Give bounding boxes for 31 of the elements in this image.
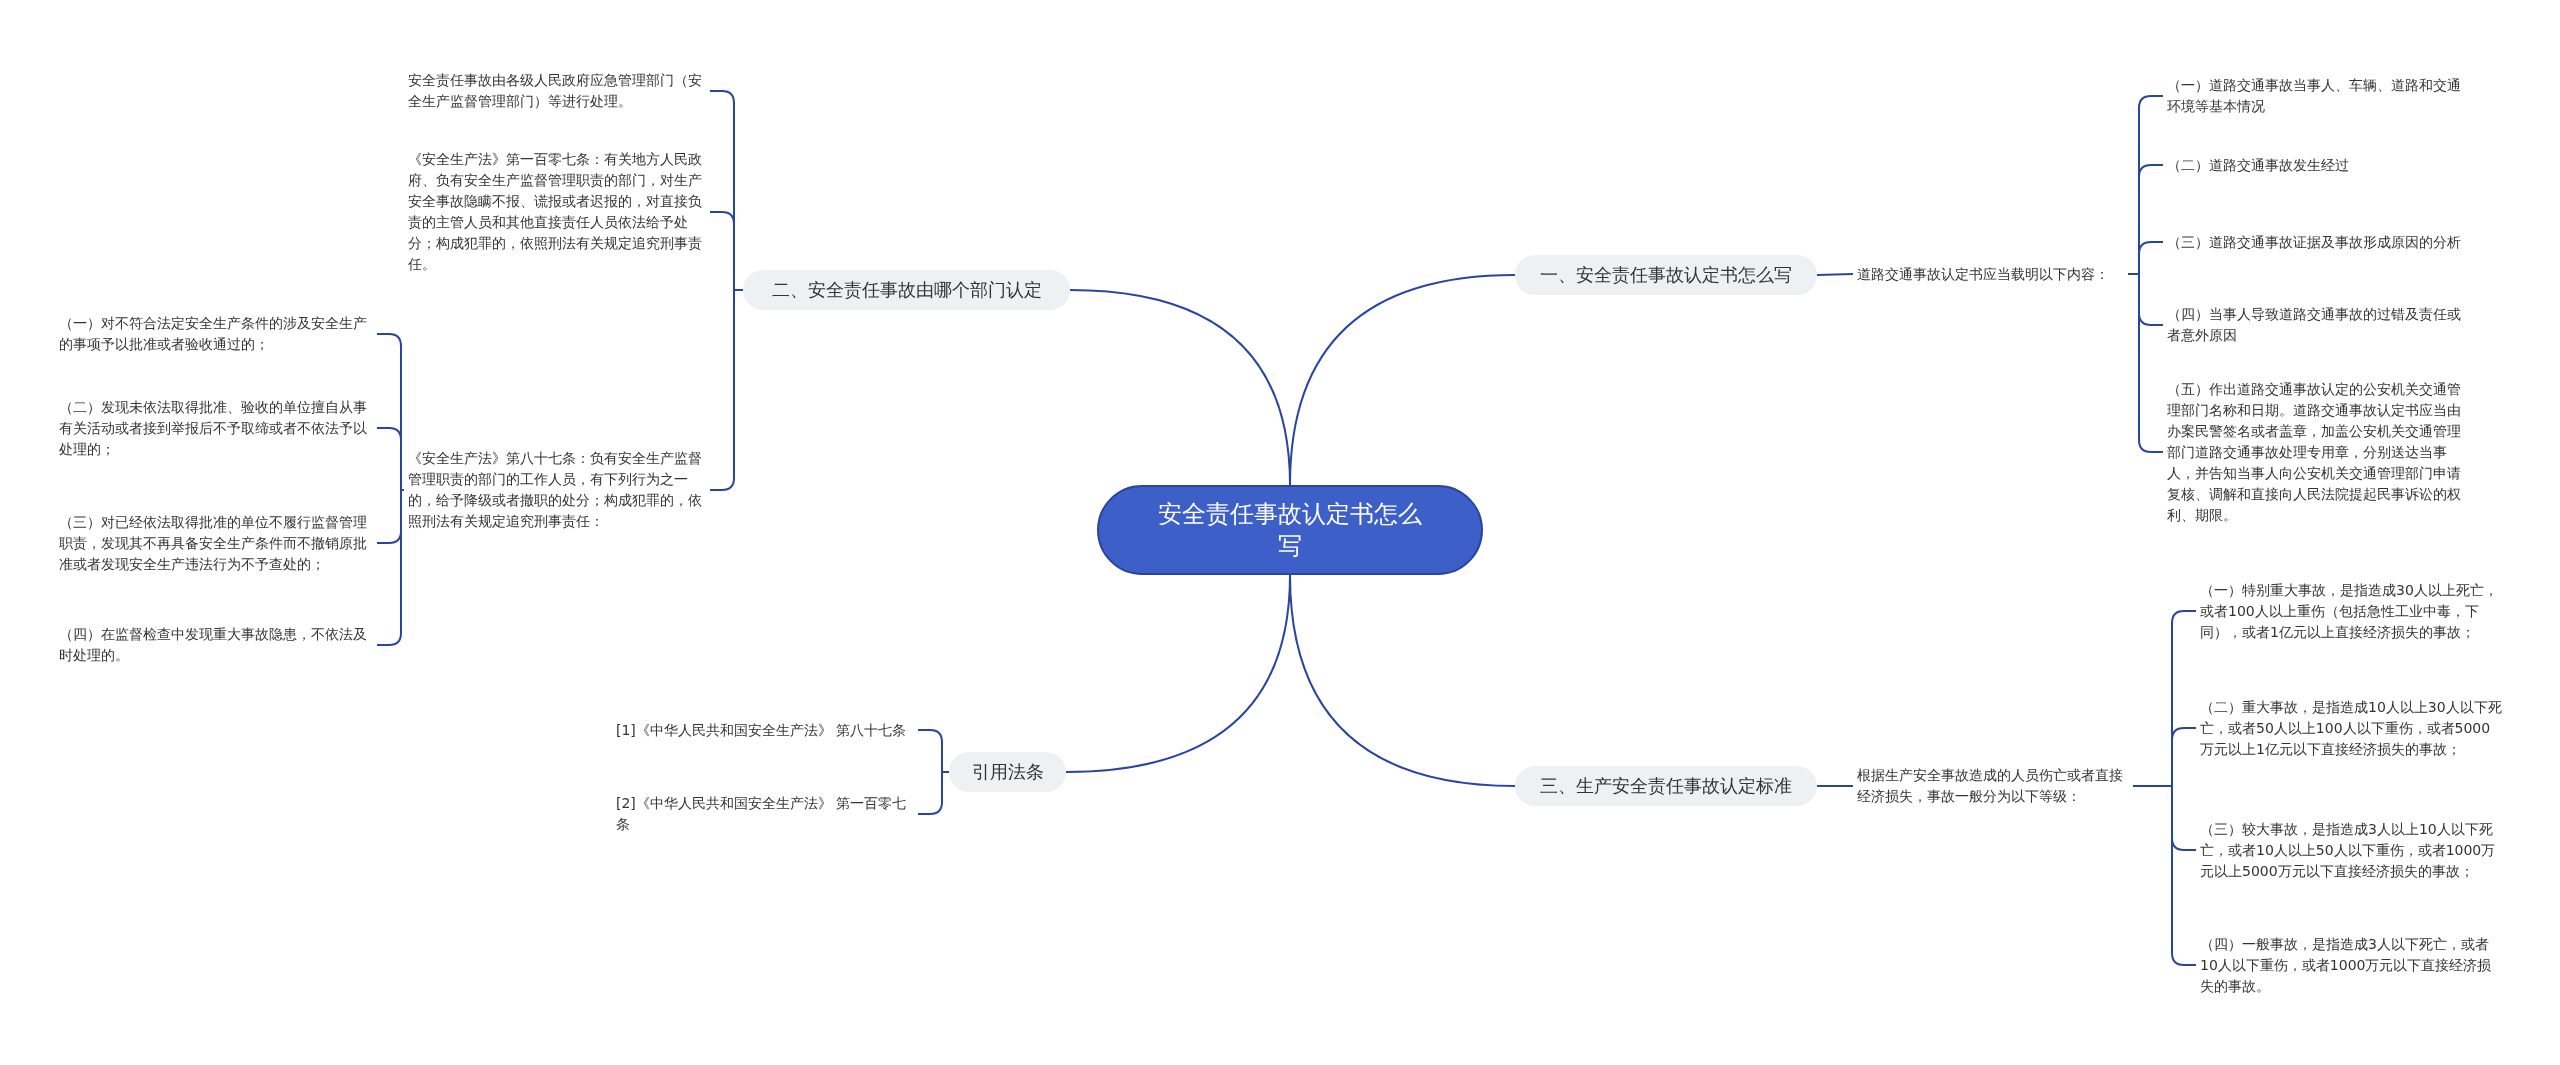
note-text: （一）道路交通事故当事人、车辆、道路和交通环境等基本情况 bbox=[2163, 73, 2478, 119]
connector-line bbox=[1069, 289, 1291, 486]
note-text: 道路交通事故认定书应当载明以下内容： bbox=[1853, 261, 2128, 287]
note-text: [1]《中华人民共和国安全生产法》 第八十七条 bbox=[612, 717, 918, 743]
note-text: （四）在监督检查中发现重大事故隐患，不依法及时处理的。 bbox=[55, 622, 377, 668]
note-text: [2]《中华人民共和国安全生产法》 第一百零七条 bbox=[612, 791, 918, 837]
note-text: （二）重大事故，是指造成10人以上30人以下死亡，或者50人以上100人以下重伤，或者5000万元以上1亿元以下直接经济损失的事故； bbox=[2196, 694, 2506, 762]
connector-line bbox=[376, 427, 405, 491]
topic-box: 引用法条 bbox=[949, 752, 1066, 792]
topic-box: 三、生产安全责任事故认定标准 bbox=[1515, 766, 1817, 806]
note-text: （一）特别重大事故，是指造成30人以上死亡，或者100人以上重伤（包括急性工业中毒，下同），或者1亿元以上直接经济损失的事故； bbox=[2196, 577, 2506, 645]
note-text: 《安全生产法》第一百零七条：有关地方人民政府、负有安全生产监督管理职责的部门，对生产安全事故隐瞒不报、谎报或者迟报的，对直接负责的主管人员和其他直接责任人员依法给予处分；构成犯罪的，依照刑法有关规定追究刑事责任。 bbox=[404, 147, 710, 277]
note-text: （三）道路交通事故证据及事故形成原因的分析 bbox=[2163, 229, 2478, 255]
note-text: （四）一般事故，是指造成3人以下死亡，或者10人以下重伤，或者1000万元以下直接经济损失的事故。 bbox=[2196, 931, 2506, 999]
connector-line bbox=[1816, 273, 1854, 276]
note-text: （一）对不符合法定安全生产条件的涉及安全生产的事项予以批准或者验收通过的； bbox=[55, 311, 377, 357]
topic-box: 一、安全责任事故认定书怎么写 bbox=[1515, 255, 1817, 295]
central-topic: 安全责任事故认定书怎么写 bbox=[1097, 485, 1483, 575]
connector-line bbox=[1065, 574, 1291, 773]
note-text: （三）对已经依法取得批准的单位不履行监督管理职责，发现其不再具备安全生产条件而不撤销原批准或者发现安全生产违法行为不予查处的； bbox=[55, 509, 377, 577]
connector-line bbox=[1816, 785, 1854, 787]
connector-line bbox=[917, 771, 950, 815]
note-text: （四）当事人导致道路交通事故的过错及责任或者意外原因 bbox=[2163, 302, 2478, 348]
note-text: （二）道路交通事故发生经过 bbox=[2163, 152, 2478, 178]
note-text: （五）作出道路交通事故认定的公安机关交通管理部门名称和日期。道路交通事故认定书应当由办案民警签名或者盖章，加盖公安机关交通管理部门道路交通事故处理专用章，分别送达当事人，并告知当事人向公安机关交通管理部门申请复核、调解和直接向人民法院提起民事诉讼的权利、期限。 bbox=[2163, 376, 2478, 528]
note-text: 《安全生产法》第八十七条：负有安全生产监督管理职责的部门的工作人员，有下列行为之一的，给予降级或者撤职的处分；构成犯罪的，依照刑法有关规定追究刑事责任： bbox=[404, 446, 710, 534]
note-text: （三）较大事故，是指造成3人以上10人以下死亡，或者10人以上50人以下重伤，或者1000万元以上5000万元以下直接经济损失的事故； bbox=[2196, 816, 2506, 884]
note-text: （二）发现未依法取得批准、验收的单位擅自从事有关活动或者接到举报后不予取缔或者不依法予以处理的； bbox=[55, 394, 377, 462]
note-text: 安全责任事故由各级人民政府应急管理部门（安全生产监督管理部门）等进行处理。 bbox=[404, 68, 710, 114]
note-text: 根据生产安全事故造成的人员伤亡或者直接经济损失，事故一般分为以下等级： bbox=[1853, 763, 2133, 809]
topic-box: 二、安全责任事故由哪个部门认定 bbox=[743, 270, 1070, 310]
